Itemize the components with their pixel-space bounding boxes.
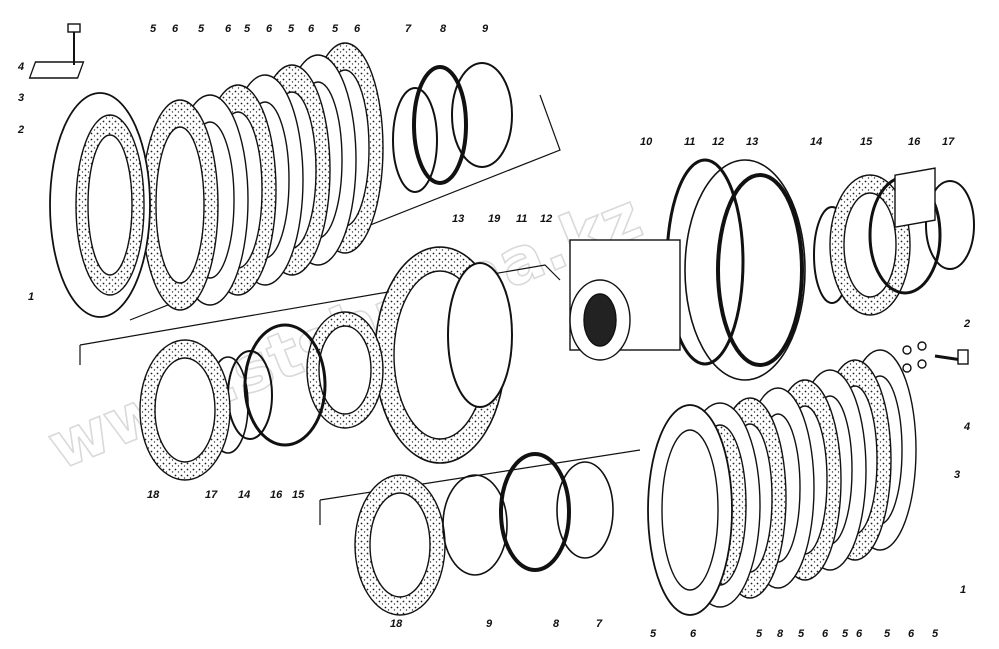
label-l-14: 14 [238,489,250,501]
bottom-assembly [319,349,917,616]
label-mid-16: 16 [908,136,921,148]
label-b-18: 18 [390,618,403,630]
center-assembly [79,158,975,481]
label-b-8: 8 [553,618,560,630]
label-top-7: 7 [405,23,412,35]
label-top-5a: 5 [150,23,157,35]
label-br-6d: 6 [908,628,915,640]
label-br-8: 8 [777,628,784,640]
label-top-3: 3 [18,92,24,104]
label-top-8: 8 [440,23,447,35]
label-l-16: 16 [270,489,283,501]
label-l-15: 15 [292,489,305,501]
label-c-12: 12 [540,213,552,225]
label-right-2: 2 [963,318,970,330]
label-c-19: 19 [488,213,501,225]
label-b-9: 9 [486,618,493,630]
label-top-6c: 6 [266,23,273,35]
label-top-5e: 5 [332,23,339,35]
label-br-6b: 6 [822,628,829,640]
bottom-disc-stack [647,349,917,616]
label-c-13: 13 [452,213,464,225]
label-br-1: 1 [960,584,966,596]
label-br-5a: 5 [650,628,657,640]
top-clutch-pack [28,23,561,321]
top-bolt-plate [28,23,85,79]
label-mid-17: 17 [942,136,955,148]
label-top-2: 2 [17,124,24,136]
label-right-3: 3 [954,469,960,481]
top-snap-rings [392,62,513,193]
part-labels: 4 3 2 1 5 6 5 6 5 6 5 6 5 6 7 8 9 10 11 … [17,23,970,640]
label-br-6a: 6 [690,628,697,640]
label-br-5f: 5 [932,628,939,640]
label-b-7: 7 [596,618,603,630]
label-top-4: 4 [17,61,24,73]
label-mid-12: 12 [712,136,724,148]
label-mid-10: 10 [640,136,653,148]
label-mid-15: 15 [860,136,873,148]
label-br-5d: 5 [842,628,849,640]
label-top-9: 9 [482,23,489,35]
label-mid-11: 11 [684,136,695,148]
right-bolt-plate [894,167,969,373]
label-mid-13: 13 [746,136,758,148]
label-top-6a: 6 [172,23,179,35]
label-br-5e: 5 [884,628,891,640]
label-mid-14: 14 [810,136,822,148]
top-disc-stack [49,42,384,318]
label-br-6c: 6 [856,628,863,640]
label-top-6d: 6 [308,23,315,35]
label-l-17: 17 [205,489,218,501]
label-c-11: 11 [516,213,527,225]
label-right-4: 4 [963,421,970,433]
label-top-6e: 6 [354,23,361,35]
label-l-18: 18 [147,489,160,501]
label-top-6b: 6 [225,23,232,35]
label-top-5d: 5 [288,23,295,35]
label-br-5b: 5 [756,628,763,640]
label-top-5b: 5 [198,23,205,35]
label-br-5c: 5 [798,628,805,640]
label-top-1: 1 [28,291,34,303]
label-top-5c: 5 [244,23,251,35]
